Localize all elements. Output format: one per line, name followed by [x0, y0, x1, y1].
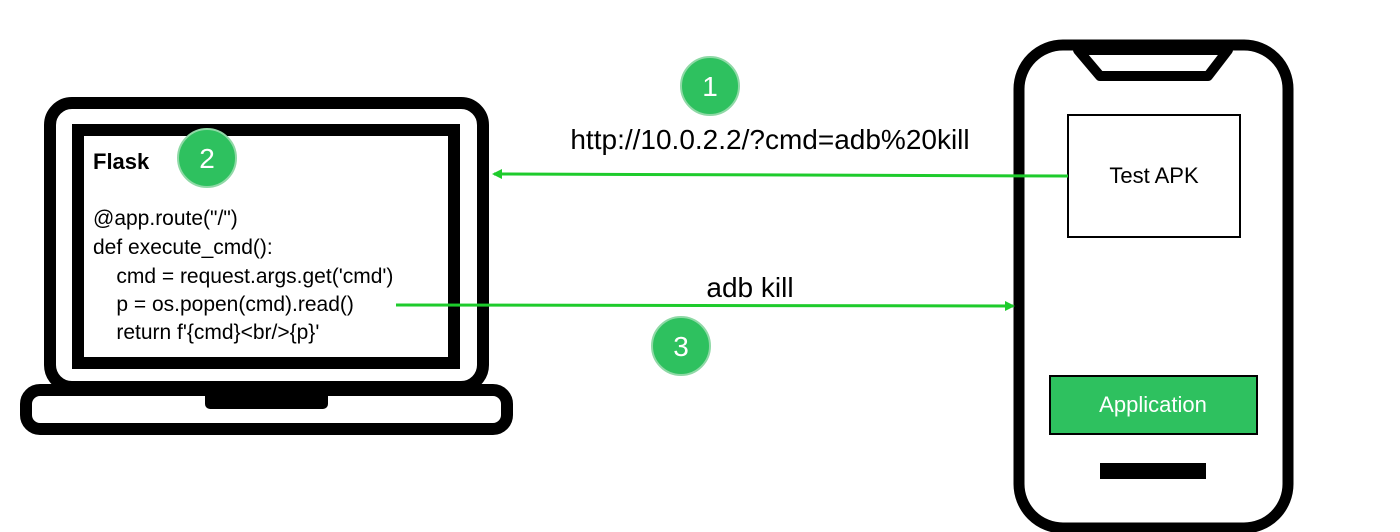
- phone-notch: [1073, 45, 1233, 81]
- code-line: return f'{cmd}<br/>{p}': [93, 321, 319, 344]
- step-circle: [651, 316, 711, 376]
- step-badge-3: 3: [651, 316, 711, 376]
- response-arrow: [395, 300, 1015, 311]
- code-line: p = os.popen(cmd).read(): [93, 293, 354, 316]
- laptop-title: Flask: [93, 149, 150, 174]
- step-number: 3: [673, 331, 689, 362]
- step-circle: [680, 56, 740, 116]
- code-line: @app.route("/"): [93, 207, 238, 230]
- request-url-label: http://10.0.2.2/?cmd=adb%20kill: [570, 124, 969, 155]
- phone: Test APK Application: [1013, 39, 1294, 532]
- response-label: adb kill: [706, 272, 793, 303]
- step-number: 2: [199, 143, 215, 174]
- step-number: 1: [702, 71, 718, 102]
- code-line: def execute_cmd():: [93, 236, 273, 259]
- code-block: @app.route("/") def execute_cmd(): cmd =…: [0, 0, 434, 344]
- test-apk-label: Test APK: [1109, 163, 1199, 188]
- application-button-label: Application: [1099, 392, 1207, 417]
- laptop-notch: [205, 389, 328, 409]
- application-button[interactable]: [1049, 375, 1258, 435]
- request-arrow: [492, 169, 1069, 180]
- step-badge-1: 1: [680, 56, 740, 116]
- laptop-screen: [72, 124, 460, 369]
- code-line: cmd = request.args.get('cmd'): [93, 265, 393, 288]
- laptop: Flask @app.route("/") def execute_cmd():…: [0, 0, 513, 435]
- phone-home-bar: [1100, 463, 1206, 479]
- test-apk-box: [1067, 114, 1241, 238]
- step-badge-2: 2: [177, 128, 237, 188]
- step-circle: [177, 128, 237, 188]
